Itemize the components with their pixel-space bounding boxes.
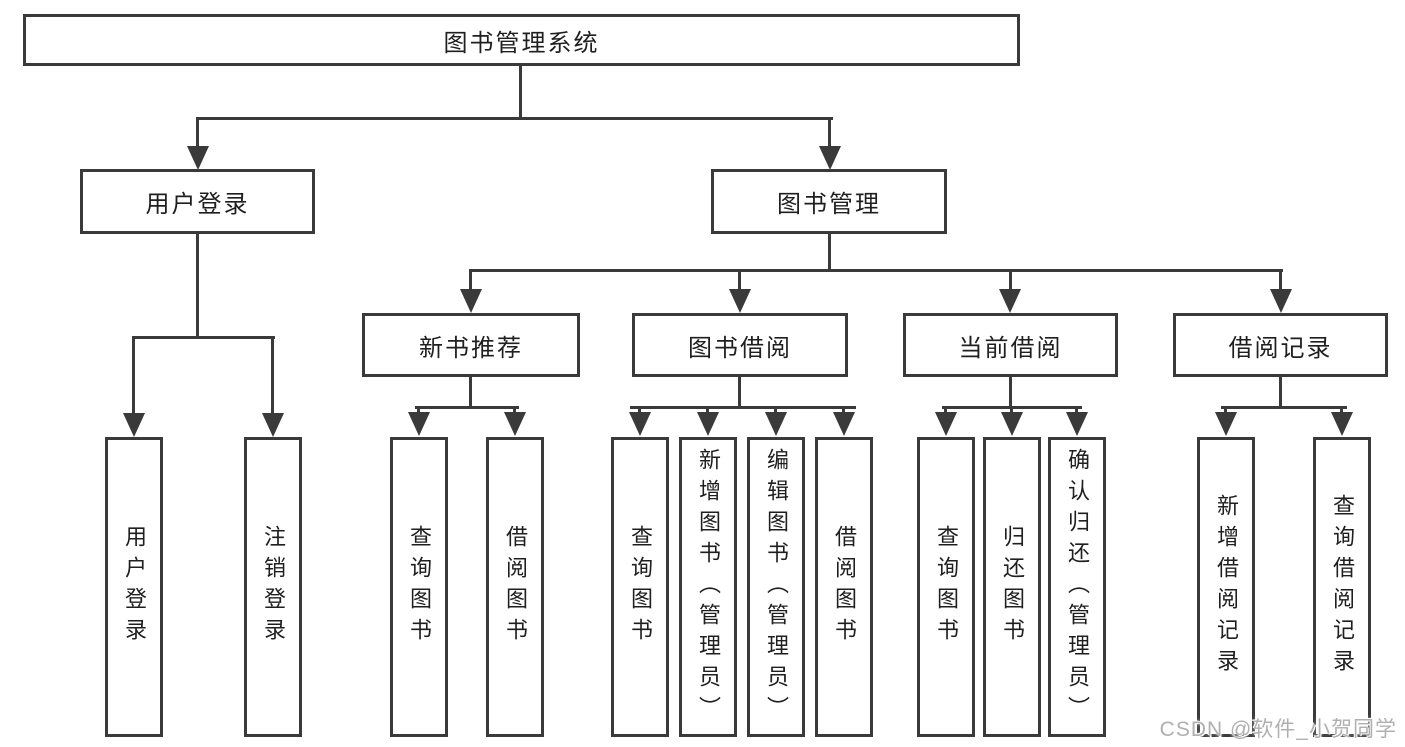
node-new-book-recommend: 新书推荐 bbox=[362, 313, 580, 377]
arrow-down-icon bbox=[833, 412, 855, 436]
arrow-down-icon bbox=[697, 412, 719, 436]
arrow-down-icon bbox=[187, 146, 209, 170]
node-label: 编辑图书（管理员） bbox=[764, 447, 789, 727]
connector-line bbox=[469, 269, 472, 293]
connector-line bbox=[630, 406, 856, 409]
connector-line bbox=[1340, 406, 1343, 416]
connector-line bbox=[519, 64, 522, 119]
connector-line bbox=[774, 406, 777, 416]
arrow-down-icon bbox=[504, 412, 526, 436]
connector-line bbox=[417, 406, 420, 416]
connector-line bbox=[132, 336, 135, 414]
leaf-add-borrow-record: 新增借阅记录 bbox=[1197, 437, 1255, 737]
arrow-down-icon bbox=[123, 413, 145, 437]
connector-line bbox=[1009, 375, 1012, 408]
connector-line bbox=[196, 232, 199, 338]
node-label: 查询图书 bbox=[407, 525, 432, 649]
arrow-down-icon bbox=[819, 146, 841, 170]
node-label: 用户登录 bbox=[145, 191, 250, 218]
connector-line bbox=[1279, 375, 1282, 408]
leaf-edit-book-admin: 编辑图书（管理员） bbox=[747, 437, 805, 737]
connector-line bbox=[415, 406, 519, 409]
node-current-borrowing: 当前借阅 bbox=[903, 313, 1118, 377]
node-label: 图书管理 bbox=[777, 191, 881, 218]
node-label: 借阅图书 bbox=[832, 525, 857, 649]
connector-line bbox=[1010, 406, 1013, 416]
node-label: 新书推荐 bbox=[419, 334, 523, 362]
leaf-query-books-borrow: 查询图书 bbox=[611, 437, 669, 737]
leaf-confirm-return-admin: 确认归还（管理员） bbox=[1048, 437, 1106, 737]
arrow-down-icon bbox=[408, 412, 430, 436]
node-label: 注销登录 bbox=[261, 525, 286, 649]
arrow-down-icon bbox=[765, 412, 787, 436]
node-label: 查询图书 bbox=[934, 525, 959, 649]
leaf-add-book-admin: 新增图书（管理员） bbox=[679, 437, 737, 737]
watermark-text: CSDN @软件_小贺同学 bbox=[1159, 718, 1397, 741]
arrow-down-icon bbox=[1331, 412, 1353, 436]
arrow-down-icon bbox=[1001, 412, 1023, 436]
leaf-query-books-recommend: 查询图书 bbox=[390, 437, 448, 737]
arrow-down-icon bbox=[460, 289, 482, 313]
node-label: 借阅记录 bbox=[1228, 334, 1333, 362]
node-book-management: 图书管理 bbox=[711, 169, 947, 234]
node-label: 新增借阅记录 bbox=[1214, 494, 1239, 680]
connector-line bbox=[1224, 406, 1227, 416]
connector-line bbox=[944, 406, 947, 416]
node-label: 新增图书（管理员） bbox=[696, 447, 721, 727]
connector-line bbox=[271, 336, 274, 414]
connector-line bbox=[469, 375, 472, 408]
connector-line bbox=[738, 269, 741, 293]
connector-line bbox=[842, 406, 845, 416]
node-label: 当前借阅 bbox=[958, 334, 1063, 362]
arrow-down-icon bbox=[1215, 412, 1237, 436]
node-label: 归还图书 bbox=[1000, 525, 1025, 649]
node-label: 用户登录 bbox=[122, 525, 147, 649]
leaf-return-books: 归还图书 bbox=[983, 437, 1041, 737]
node-label: 查询图书 bbox=[628, 525, 653, 649]
connector-line bbox=[1009, 269, 1012, 293]
node-borrowing-records: 借阅记录 bbox=[1173, 313, 1388, 377]
arrow-down-icon bbox=[729, 289, 751, 313]
leaf-borrow-books-recommend: 借阅图书 bbox=[486, 437, 544, 737]
connector-line bbox=[513, 406, 516, 416]
connector-line bbox=[470, 269, 1283, 272]
connector-line bbox=[197, 117, 833, 120]
node-label: 查询借阅记录 bbox=[1330, 494, 1355, 680]
connector-line bbox=[1221, 406, 1347, 409]
arrow-down-icon bbox=[999, 289, 1021, 313]
arrow-down-icon bbox=[1270, 289, 1292, 313]
leaf-borrow-books: 借阅图书 bbox=[815, 437, 873, 737]
node-library-management-system: 图书管理系统 bbox=[23, 14, 1020, 66]
node-label: 图书借阅 bbox=[688, 334, 792, 362]
arrow-down-icon bbox=[629, 412, 651, 436]
arrow-down-icon bbox=[1066, 412, 1088, 436]
node-label: 借阅图书 bbox=[503, 525, 528, 649]
leaf-query-books-current: 查询图书 bbox=[917, 437, 975, 737]
arrow-down-icon bbox=[935, 412, 957, 436]
node-book-borrowing: 图书借阅 bbox=[632, 313, 848, 377]
connector-line bbox=[828, 117, 831, 149]
node-user-login: 用户登录 bbox=[80, 169, 315, 234]
leaf-query-borrow-record: 查询借阅记录 bbox=[1313, 437, 1371, 737]
connector-line bbox=[738, 375, 741, 408]
leaf-logout: 注销登录 bbox=[244, 437, 302, 737]
connector-line bbox=[638, 406, 641, 416]
leaf-user-login: 用户登录 bbox=[105, 437, 163, 737]
connector-line bbox=[1279, 269, 1282, 293]
node-label: 确认归还（管理员） bbox=[1065, 447, 1090, 727]
connector-line bbox=[132, 336, 275, 339]
connector-line bbox=[706, 406, 709, 416]
connector-line bbox=[828, 232, 831, 271]
connector-line bbox=[196, 117, 199, 149]
arrow-down-icon bbox=[262, 413, 284, 437]
connector-line bbox=[1075, 406, 1078, 416]
node-label: 图书管理系统 bbox=[443, 29, 600, 57]
